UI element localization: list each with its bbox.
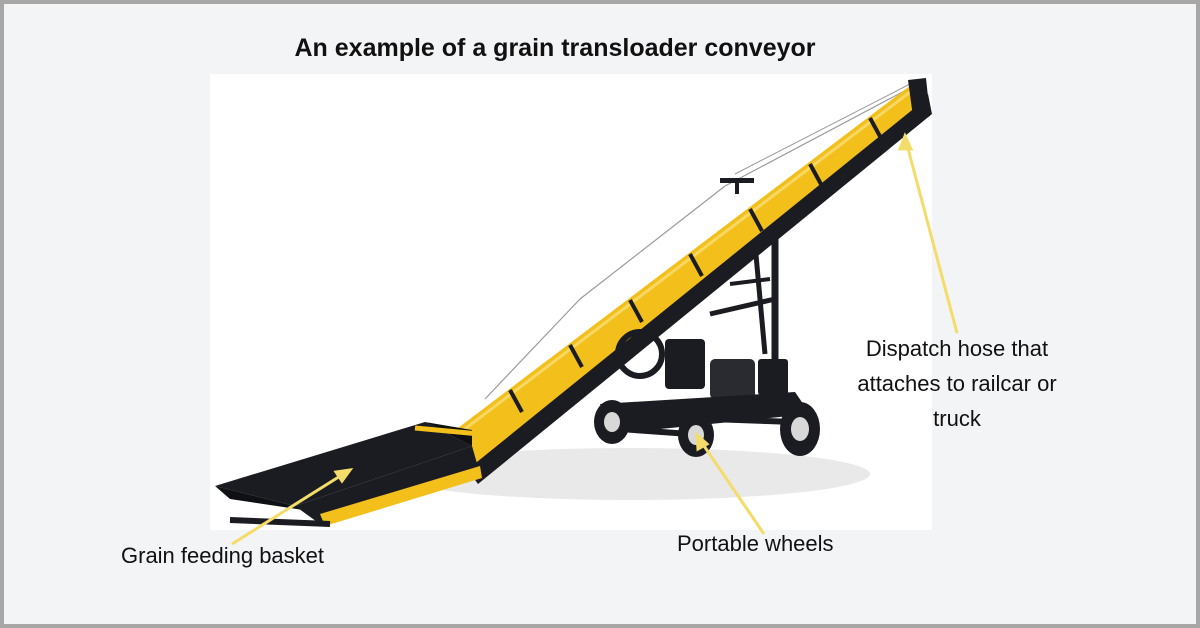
diagram-title: An example of a grain transloader convey… [294, 34, 816, 62]
wheels-pointer-line [698, 439, 766, 535]
wheel [594, 400, 630, 444]
wheels-pointer-arrow [695, 431, 710, 452]
hose-pointer-arrow [897, 132, 914, 151]
label-dispatch-hose: Dispatch hose that attaches to railcar o… [857, 336, 1057, 431]
basket-pointer-arrow [333, 468, 354, 484]
basket-pointer-line [231, 471, 346, 546]
hose-pointer-line [904, 140, 959, 334]
wheel [780, 402, 820, 456]
label-grain-feeding-basket: Grain feeding basket [121, 543, 325, 568]
conveyor-photo [210, 74, 932, 530]
grain-transloader-conveyor-illustration [215, 78, 932, 527]
label-portable-wheels: Portable wheels [677, 531, 834, 556]
